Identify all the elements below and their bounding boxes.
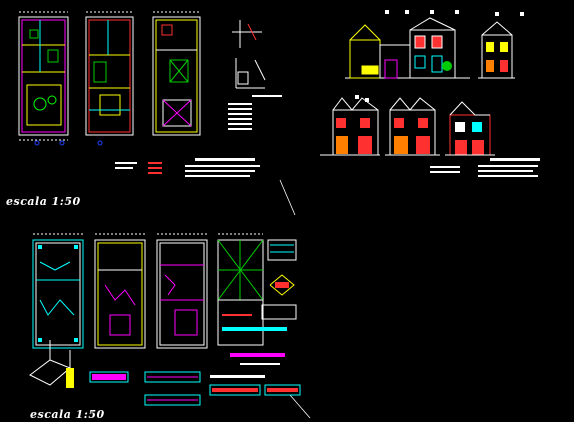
structural-plan-1 — [32, 233, 84, 349]
beam-details — [144, 371, 301, 406]
front-elevation-1 — [320, 97, 380, 156]
title-block-top-right — [355, 95, 540, 177]
footing-detail — [29, 340, 129, 388]
elevation-stamps — [385, 10, 524, 16]
elevation-side — [478, 21, 515, 79]
scale-label-top: escala 1:50 — [6, 195, 81, 208]
front-elevation-2 — [385, 97, 440, 156]
title-block-top-left — [115, 95, 282, 177]
front-elevation-3 — [445, 101, 495, 156]
floor-plan-1 — [18, 11, 69, 146]
elevation-long — [345, 17, 470, 79]
separator-lines — [279, 179, 311, 419]
floor-plan-3 — [152, 11, 201, 136]
structural-plan-2 — [94, 233, 146, 349]
floor-plan-2 — [85, 11, 134, 146]
scale-label-bottom: escala 1:50 — [30, 408, 105, 421]
structural-details — [222, 239, 297, 365]
structural-plan-4 — [217, 233, 264, 346]
structural-plan-3 — [156, 233, 208, 349]
section-detail — [232, 20, 266, 89]
